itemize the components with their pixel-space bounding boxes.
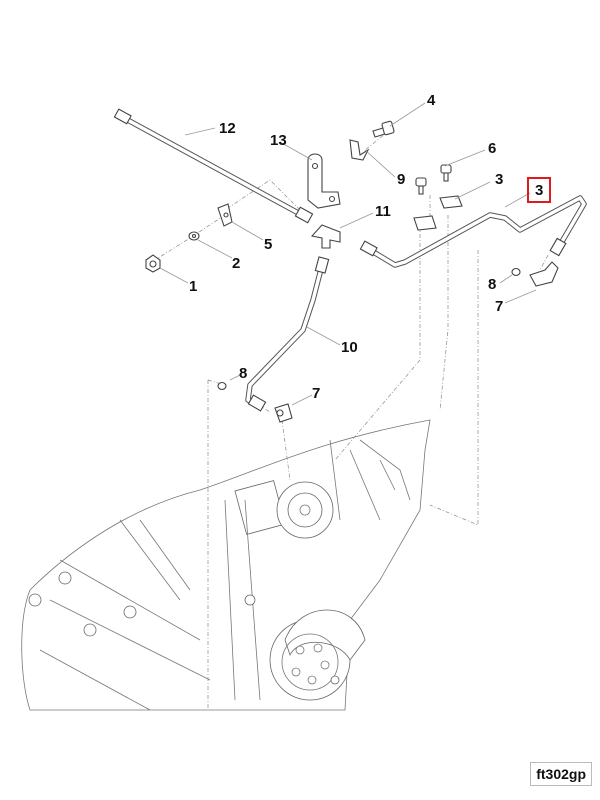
callout-9[interactable]: 9	[397, 171, 406, 188]
callout-3-right[interactable]: 3	[495, 171, 504, 188]
oring-8b	[217, 381, 227, 391]
callout-10[interactable]: 10	[341, 339, 358, 356]
tee-5	[310, 224, 341, 249]
callout-8-left[interactable]: 8	[239, 365, 248, 382]
bolt-6a	[415, 177, 427, 195]
leader-lines	[159, 102, 537, 406]
clamp-3b	[413, 215, 437, 231]
callout-1[interactable]: 1	[189, 278, 198, 295]
callout-8-right[interactable]: 8	[488, 276, 497, 293]
clamp-3c	[439, 195, 463, 209]
callout-12[interactable]: 12	[219, 120, 236, 137]
callout-2[interactable]: 2	[232, 255, 241, 272]
pipe-12	[113, 108, 314, 224]
callout-7-left[interactable]: 7	[312, 385, 321, 402]
callout-11-highlighted[interactable]: 3	[527, 177, 552, 203]
bolt-6b	[440, 164, 452, 182]
pipe-11	[359, 195, 587, 268]
hardware-parts	[145, 120, 559, 423]
callout-4[interactable]: 4	[427, 92, 436, 109]
engine-block	[21, 419, 431, 711]
callout-5[interactable]: 11	[375, 203, 391, 220]
pipe-10	[245, 256, 330, 412]
callout-6[interactable]: 6	[488, 140, 497, 157]
clamp-9	[349, 139, 370, 161]
elbow-7a	[529, 261, 559, 287]
callout-13[interactable]: 13	[270, 132, 287, 149]
bracket-13	[307, 153, 341, 209]
oring-8a	[511, 267, 521, 277]
callout-3-left[interactable]: 5	[264, 236, 273, 253]
figure-reference-code: ft302gp	[530, 762, 592, 786]
assembly-lines	[154, 129, 549, 710]
callout-7-right[interactable]: 7	[495, 298, 504, 315]
